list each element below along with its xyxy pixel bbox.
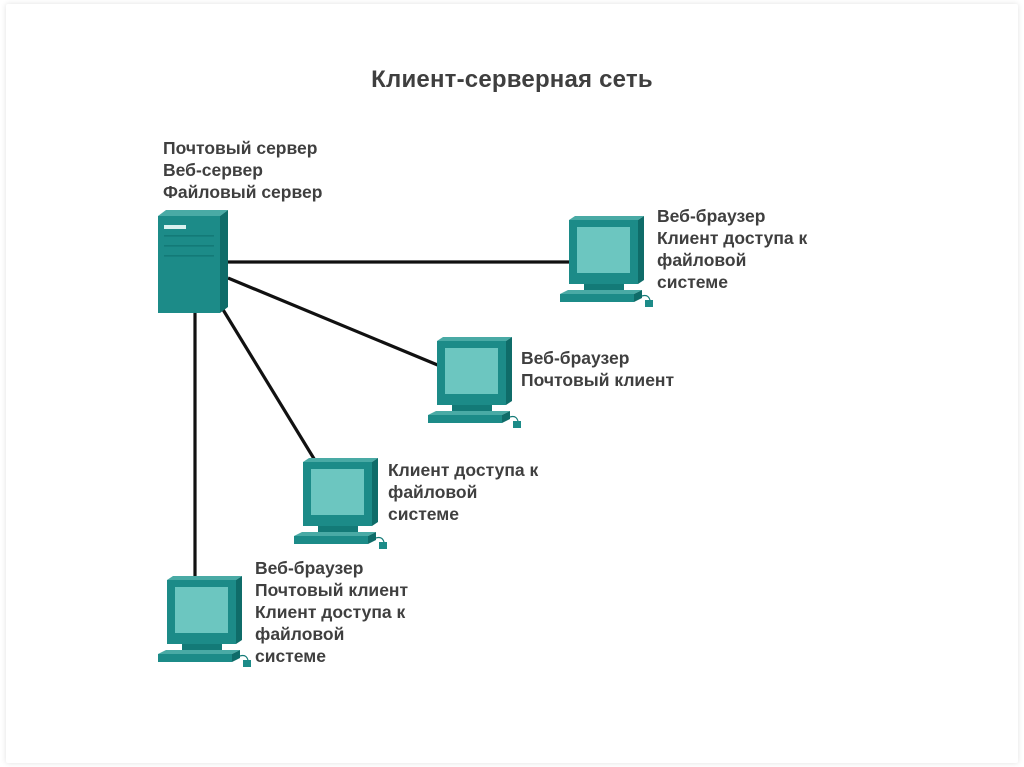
client-1-computer-icon bbox=[556, 216, 662, 308]
client-1-line-4: системе bbox=[657, 272, 728, 292]
server-role-file: Файловый сервер bbox=[163, 182, 323, 202]
client-1-label: Веб-браузер Клиент доступа к файловой си… bbox=[657, 205, 807, 293]
client-4-label: Веб-браузер Почтовый клиент Клиент досту… bbox=[255, 557, 408, 667]
client-2-computer-icon bbox=[424, 337, 530, 429]
client-1-line-2: Клиент доступа к bbox=[657, 228, 808, 248]
client-3-line-2: файловой bbox=[388, 482, 478, 502]
client-3-label: Клиент доступа к файловой системе bbox=[388, 459, 538, 525]
link-server-client-2 bbox=[227, 276, 441, 368]
client-3-line-3: системе bbox=[388, 504, 459, 524]
client-4-line-4: файловой bbox=[255, 624, 345, 644]
client-4-line-5: системе bbox=[255, 646, 326, 666]
client-4-computer-icon bbox=[154, 576, 260, 668]
server-icon bbox=[156, 209, 232, 315]
server-role-mail: Почтовый сервер bbox=[163, 138, 318, 158]
client-1-line-3: файловой bbox=[657, 250, 747, 270]
client-2-line-1: Веб-браузер bbox=[521, 348, 630, 368]
client-4-line-2: Почтовый клиент bbox=[255, 580, 409, 600]
server-role-web: Веб-сервер bbox=[163, 160, 263, 180]
client-4-line-3: Клиент доступа к bbox=[255, 602, 406, 622]
client-2-label: Веб-браузер Почтовый клиент bbox=[521, 347, 674, 391]
client-3-computer-icon bbox=[290, 458, 396, 550]
link-server-client-3 bbox=[220, 307, 318, 463]
diagram-title: Клиент-серверная сеть bbox=[371, 66, 653, 93]
client-3-line-1: Клиент доступа к bbox=[388, 460, 539, 480]
client-2-line-2: Почтовый клиент bbox=[521, 370, 675, 390]
server-label: Почтовый сервер Веб-сервер Файловый серв… bbox=[163, 137, 322, 203]
client-4-line-1: Веб-браузер bbox=[255, 558, 364, 578]
client-1-line-1: Веб-браузер bbox=[657, 206, 766, 226]
